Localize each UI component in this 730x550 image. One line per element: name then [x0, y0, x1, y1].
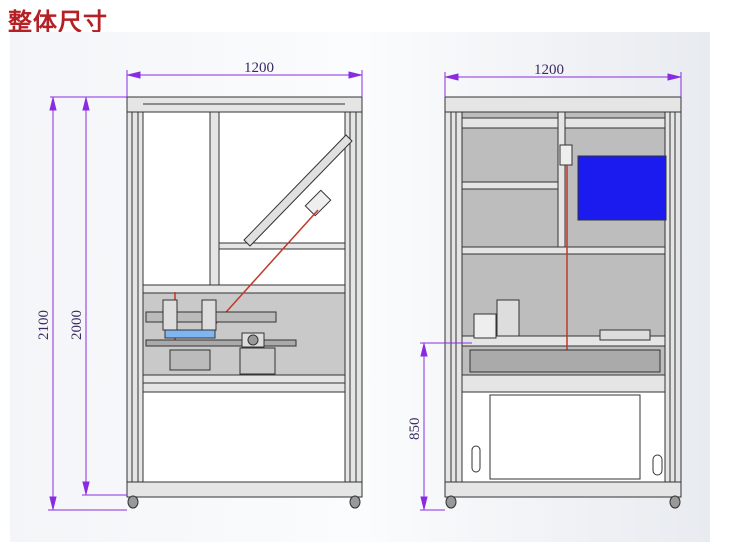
front-view-frame — [126, 96, 363, 509]
side-width-label: 1200 — [534, 62, 564, 78]
side-view-frame — [444, 96, 682, 509]
dimension-lines — [48, 70, 682, 511]
front-width-label: 1200 — [244, 60, 274, 76]
total-height-label: 2100 — [36, 310, 52, 340]
page-title: 整体尺寸 — [8, 8, 108, 36]
screen — [577, 155, 667, 221]
table-height-label: 850 — [407, 418, 423, 441]
frame-height-label: 2000 — [69, 310, 85, 340]
